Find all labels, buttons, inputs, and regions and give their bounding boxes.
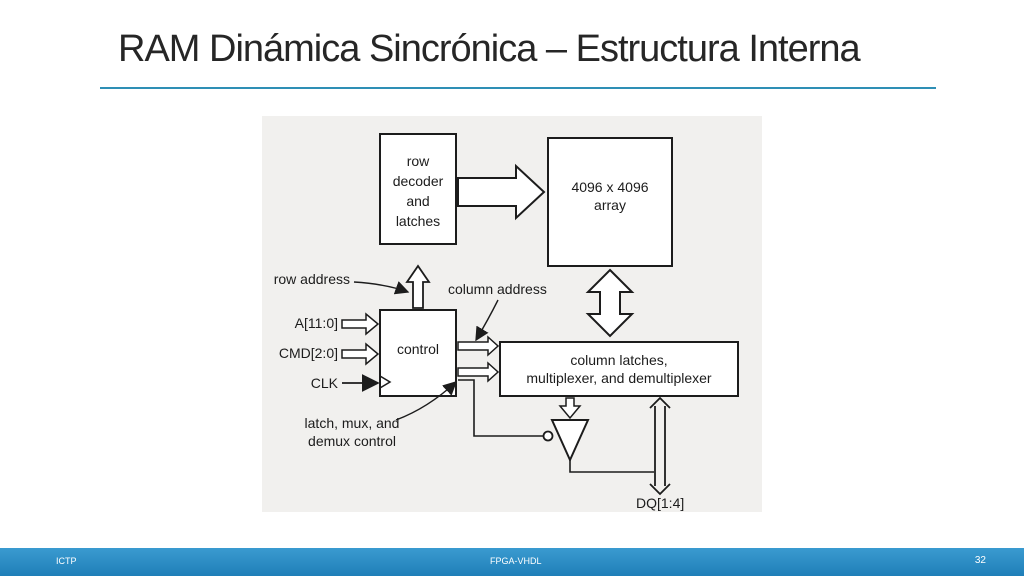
latches-to-buffer-arrow [558, 397, 582, 420]
array-column-bidir-arrow [585, 268, 635, 338]
array-label-1: 4096 x 4096 [571, 179, 648, 195]
latch-control-pointer [395, 381, 458, 421]
latch-control-label-1: latch, mux, and [305, 415, 400, 431]
footer-left-text: ICTP [56, 556, 77, 566]
latch-control-label-2: demux control [308, 433, 396, 449]
dq-bus-arrow-down [649, 483, 671, 496]
dq-output-label: DQ[1:4] [636, 495, 684, 511]
tristate-buffer [550, 419, 590, 463]
sdram-block-diagram: row decoder and latches 4096 x 4096 arra… [262, 116, 762, 512]
input-label-address: A[11:0] [295, 315, 338, 331]
row-decoder-label-4: latches [396, 213, 440, 229]
control-to-latches-arrow-2 [457, 361, 500, 383]
control-to-decoder-arrow [405, 264, 431, 309]
slide-title: RAM Dinámica Sincrónica – Estructura Int… [118, 28, 861, 70]
column-latches-label-1: column latches, [570, 352, 667, 368]
row-address-label: row address [274, 271, 350, 287]
input-label-clk: CLK [311, 375, 339, 391]
decoder-to-array-arrow [457, 163, 546, 221]
address-input-arrow [341, 312, 380, 336]
row-decoder-label-1: row [407, 153, 430, 169]
column-latches-label-2: multiplexer, and demultiplexer [526, 370, 712, 386]
row-decoder-block [379, 133, 457, 245]
column-address-label: column address [448, 281, 547, 297]
control-label: control [397, 341, 439, 357]
cmd-input-arrow [341, 342, 380, 366]
control-to-latches-arrow-1 [457, 335, 500, 357]
memory-array-block [547, 137, 673, 267]
row-address-pointer [353, 281, 410, 295]
page-number: 32 [974, 555, 986, 566]
footer-bar: ICTP FPGA-VHDL 32 [0, 548, 1024, 576]
dq-bus-arrow-up [649, 396, 671, 409]
column-address-pointer [475, 299, 499, 342]
clock-edge-symbol [379, 375, 392, 389]
diagram-canvas: row decoder and latches 4096 x 4096 arra… [274, 133, 739, 511]
enable-bubble [542, 430, 554, 442]
footer-center-text: FPGA-VHDL [490, 556, 542, 566]
column-latches-block [499, 341, 739, 397]
array-label-2: array [594, 197, 626, 213]
enable-control-wire [458, 379, 543, 437]
title-underline [100, 87, 936, 89]
input-label-cmd: CMD[2:0] [279, 345, 338, 361]
row-decoder-label-3: and [406, 193, 429, 209]
buffer-output-wire [569, 460, 654, 473]
row-decoder-label-2: decoder [393, 173, 444, 189]
